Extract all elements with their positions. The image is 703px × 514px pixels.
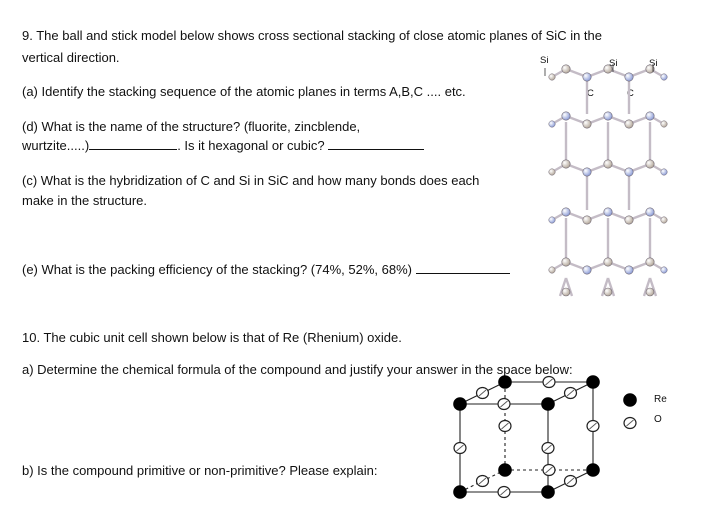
q9-part-c-line1: (c) What is the hybridization of C and S… bbox=[22, 173, 480, 188]
atom bbox=[624, 215, 634, 225]
q10-part-a: a) Determine the chemical formula of the… bbox=[22, 362, 573, 377]
rhenium-atom bbox=[453, 485, 467, 499]
q9-line1: 9. The ball and stick model below shows … bbox=[22, 28, 602, 43]
q9-part-d-hexcubic: . Is it hexagonal or cubic? bbox=[177, 138, 325, 153]
oxygen-shading bbox=[545, 466, 553, 474]
atom bbox=[660, 120, 668, 128]
c-label-2: C bbox=[627, 88, 634, 99]
atom bbox=[624, 72, 634, 82]
atom bbox=[603, 207, 613, 217]
atom bbox=[603, 257, 613, 267]
atom bbox=[624, 167, 634, 177]
oxygen-shading bbox=[500, 400, 508, 408]
q9-part-e-text: (e) What is the packing efficiency of th… bbox=[22, 262, 412, 277]
atom bbox=[582, 119, 592, 129]
atom bbox=[582, 167, 592, 177]
sic-ball-stick-model bbox=[544, 64, 668, 297]
atom bbox=[603, 111, 613, 121]
atom bbox=[645, 207, 655, 217]
q9-part-e: (e) What is the packing efficiency of th… bbox=[22, 262, 510, 278]
bond bbox=[606, 277, 616, 297]
rhenium-atom bbox=[586, 463, 600, 477]
rhenium-atom bbox=[498, 375, 512, 389]
oxygen-shading bbox=[545, 378, 553, 386]
atom bbox=[624, 119, 634, 129]
atom bbox=[645, 287, 655, 297]
bond bbox=[648, 277, 658, 297]
atom bbox=[603, 287, 613, 297]
legend-re-label: Re bbox=[654, 394, 667, 405]
q9-line2: vertical direction. bbox=[22, 50, 120, 65]
atom bbox=[548, 216, 556, 224]
atom bbox=[561, 207, 571, 217]
rhenium-atom bbox=[498, 463, 512, 477]
atom bbox=[603, 64, 613, 74]
oxygen-shading bbox=[456, 444, 464, 452]
atom bbox=[582, 72, 592, 82]
atom bbox=[561, 64, 571, 74]
rhenium-atom bbox=[453, 397, 467, 411]
atom bbox=[624, 265, 634, 275]
bond bbox=[600, 277, 610, 297]
atom bbox=[645, 257, 655, 267]
oxygen-shading bbox=[626, 419, 634, 427]
q9-part-a: (a) Identify the stacking sequence of th… bbox=[22, 84, 466, 99]
q9-part-c-line2: make in the structure. bbox=[22, 193, 147, 208]
atom bbox=[660, 73, 668, 81]
oxygen-shading bbox=[589, 422, 597, 430]
answer-blank-hex-cubic[interactable] bbox=[328, 138, 425, 150]
q10-line1: 10. The cubic unit cell shown below is t… bbox=[22, 330, 402, 345]
oxygen-shading bbox=[478, 389, 487, 397]
atom bbox=[561, 257, 571, 267]
atom bbox=[548, 120, 556, 128]
atom bbox=[645, 64, 655, 74]
atom bbox=[561, 287, 571, 297]
q9-part-d-wurtzite: wurtzite.....) bbox=[22, 138, 90, 153]
bond bbox=[564, 277, 574, 297]
bond bbox=[558, 277, 568, 297]
q9-part-d-line2: wurtzite.....) . Is it hexagonal or cubic… bbox=[22, 138, 425, 154]
si-label-2: Si bbox=[609, 58, 618, 69]
legend-o-label: O bbox=[654, 414, 662, 425]
si-label-1: Si bbox=[540, 55, 549, 66]
atom bbox=[548, 73, 556, 81]
atom bbox=[660, 168, 668, 176]
oxygen-shading bbox=[544, 444, 552, 452]
atom bbox=[548, 266, 556, 274]
rhenium-atom bbox=[541, 397, 555, 411]
atom bbox=[582, 265, 592, 275]
bond bbox=[642, 277, 652, 297]
rhenium-atom bbox=[541, 485, 555, 499]
re-oxide-unit-cell bbox=[453, 375, 637, 499]
rhenium-atom bbox=[623, 393, 637, 407]
c-label-1: C bbox=[587, 88, 594, 99]
atom bbox=[561, 159, 571, 169]
si-label-3: Si bbox=[649, 58, 658, 69]
answer-blank-packing[interactable] bbox=[415, 262, 510, 274]
atom bbox=[582, 215, 592, 225]
atom bbox=[645, 159, 655, 169]
rhenium-atom bbox=[586, 375, 600, 389]
oxygen-shading bbox=[500, 488, 508, 496]
q10-part-b: b) Is the compound primitive or non-prim… bbox=[22, 463, 378, 478]
atom bbox=[548, 168, 556, 176]
atom bbox=[561, 111, 571, 121]
oxygen-shading bbox=[566, 477, 575, 485]
oxygen-shading bbox=[501, 422, 509, 430]
answer-blank-structure[interactable] bbox=[89, 138, 178, 150]
atom bbox=[603, 159, 613, 169]
atom bbox=[660, 266, 668, 274]
oxygen-shading bbox=[566, 389, 575, 397]
atom bbox=[660, 216, 668, 224]
oxygen-shading bbox=[478, 477, 487, 485]
q9-part-d-line1: (d) What is the name of the structure? (… bbox=[22, 119, 361, 134]
atom bbox=[645, 111, 655, 121]
